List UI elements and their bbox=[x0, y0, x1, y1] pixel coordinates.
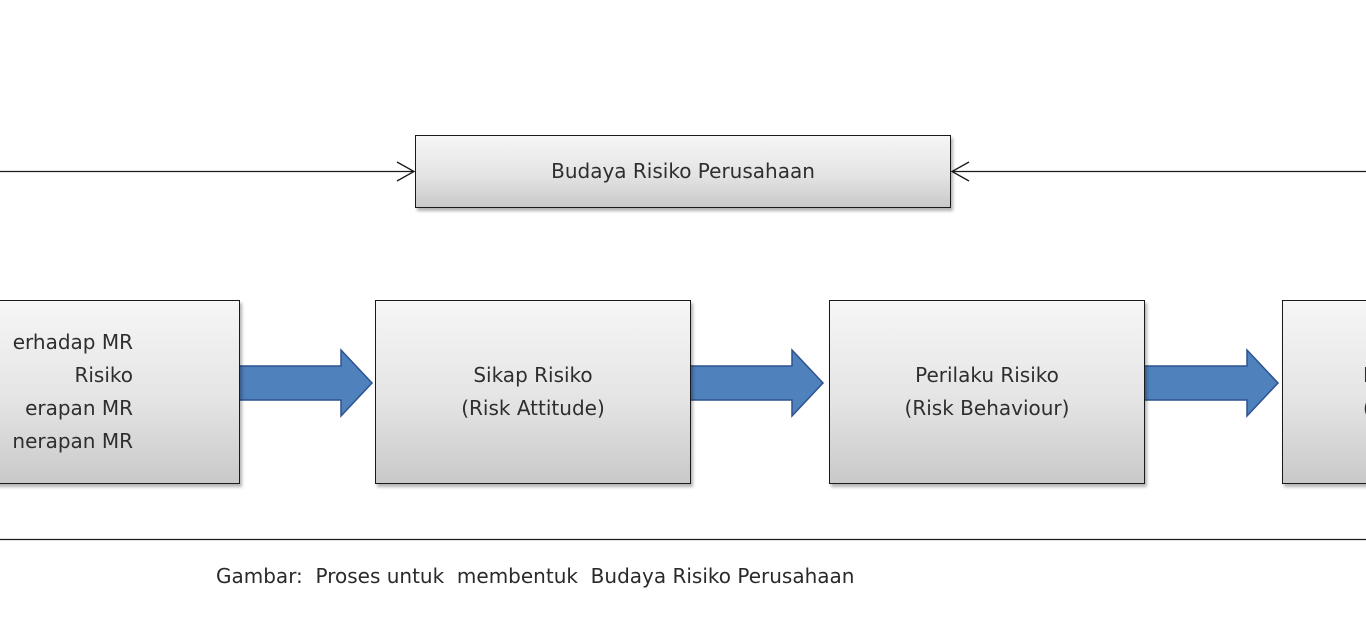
risk-attitude-subtitle: (Risk Attitude) bbox=[461, 396, 605, 420]
flow-arrow-3 bbox=[1143, 348, 1280, 418]
risk-knowledge-line-1: erhadap MR bbox=[12, 330, 133, 354]
right-connector-arrowhead bbox=[950, 161, 970, 182]
risk-knowledge-line-4: nerapan MR bbox=[12, 429, 133, 453]
risk-behaviour-title: Perilaku Risiko bbox=[915, 363, 1059, 387]
risk-knowledge-line-3: erapan MR bbox=[25, 396, 133, 420]
risk-attitude-title: Sikap Risiko bbox=[473, 363, 593, 387]
left-connector-arrowhead bbox=[396, 161, 416, 182]
flow-arrow-2 bbox=[689, 348, 825, 418]
corporate-risk-culture-box: Budaya Risiko Perusahaan bbox=[415, 135, 951, 208]
risk-knowledge-line-2: Risiko bbox=[74, 363, 133, 387]
flow-arrow-1 bbox=[237, 348, 374, 418]
final-stage-title: B bbox=[1283, 359, 1366, 392]
risk-attitude-box: Sikap Risiko (Risk Attitude) bbox=[375, 300, 691, 484]
final-stage-box: B ( bbox=[1282, 300, 1366, 484]
final-stage-subtitle: ( bbox=[1283, 392, 1366, 425]
risk-knowledge-box: erhadap MR Risiko erapan MR nerapan MR bbox=[0, 300, 240, 484]
corporate-risk-culture-label: Budaya Risiko Perusahaan bbox=[551, 159, 815, 183]
risk-behaviour-box: Perilaku Risiko (Risk Behaviour) bbox=[829, 300, 1145, 484]
figure-caption: Gambar: Proses untuk membentuk Budaya Ri… bbox=[216, 564, 855, 588]
risk-behaviour-subtitle: (Risk Behaviour) bbox=[904, 396, 1070, 420]
